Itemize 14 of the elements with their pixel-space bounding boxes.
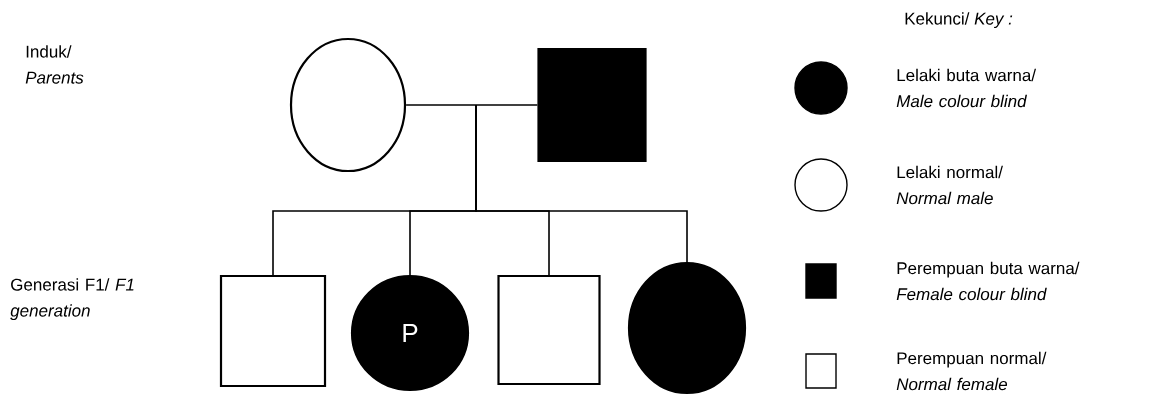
circle-symbol — [627, 261, 747, 395]
square-symbol — [219, 274, 327, 388]
square-symbol — [537, 47, 647, 163]
legend-text: Perempuan normal/ Normal female — [896, 351, 1047, 391]
square-symbol — [497, 274, 601, 386]
legend-text: Lelaki buta warna/ Male colour blind — [896, 68, 1037, 108]
label: Kekunci/ Key : — [905, 12, 1013, 29]
label: Induk/ Parents — [25, 45, 84, 84]
legend-text: Lelaki normal/ Normal male — [896, 165, 1003, 205]
pedigree-line — [405, 104, 539, 106]
pedigree-line — [475, 104, 688, 263]
legend-text: Perempuan buta warna/ Female colour blind — [896, 261, 1080, 301]
circle-symbol — [289, 37, 407, 173]
label: Generasi F1/ F1 generation — [10, 278, 134, 321]
